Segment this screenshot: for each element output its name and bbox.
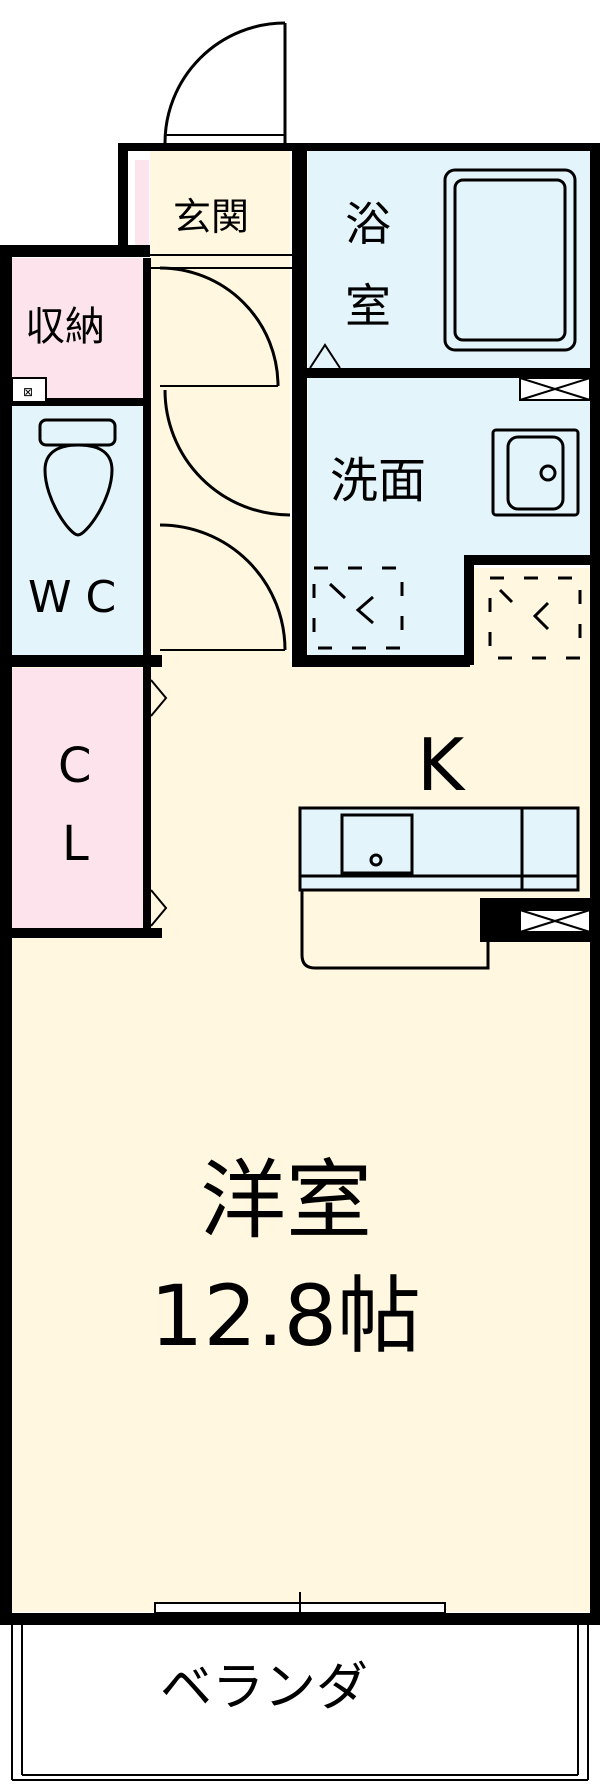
kitchen-upper-floor <box>470 568 590 668</box>
closet-label-top: C <box>58 738 92 794</box>
bathroom-label-top: 浴 <box>345 197 391 251</box>
wash-basin <box>491 428 580 517</box>
window-sash <box>154 1592 446 1625</box>
entrance-floor <box>150 150 290 260</box>
hallway-doors <box>159 266 291 651</box>
kitchen-counter <box>298 806 580 970</box>
bathroom-label-bottom: 室 <box>345 279 391 333</box>
storage-floor <box>12 258 147 398</box>
room-size-label: 12.8帖 <box>150 1267 421 1365</box>
western-room-label: 洋室 <box>200 1151 372 1251</box>
kitchen-floor <box>150 662 590 942</box>
kitchen-label: K <box>417 723 466 807</box>
washroom-floor <box>308 378 468 656</box>
bathtub <box>443 168 577 352</box>
range-hood-vent-icon <box>519 909 591 933</box>
toilet-label: W C <box>28 572 116 623</box>
entrance-label: 玄関 <box>173 195 249 239</box>
washing-machine-space <box>312 566 582 660</box>
toilet-floor <box>12 405 147 657</box>
washroom-label: 洗面 <box>330 453 426 509</box>
column <box>11 377 47 403</box>
toilet-icon <box>38 418 117 537</box>
storage-label: 収納 <box>25 304 105 350</box>
bath-door <box>309 343 341 369</box>
vent-icon <box>519 377 591 401</box>
bathroom-floor <box>308 150 590 368</box>
closet-label-bottom: L <box>62 816 89 872</box>
closet-floor <box>12 668 147 930</box>
hallway-floor <box>150 255 290 662</box>
svg-text:⊠: ⊠ <box>23 385 33 399</box>
veranda-outline <box>11 1625 589 1781</box>
closet-doors <box>150 679 168 927</box>
entrance-door <box>163 21 287 144</box>
washroom-right-floor <box>468 378 590 558</box>
veranda-label: ベランダ <box>160 1658 368 1718</box>
entrance-shoebox <box>135 160 149 250</box>
